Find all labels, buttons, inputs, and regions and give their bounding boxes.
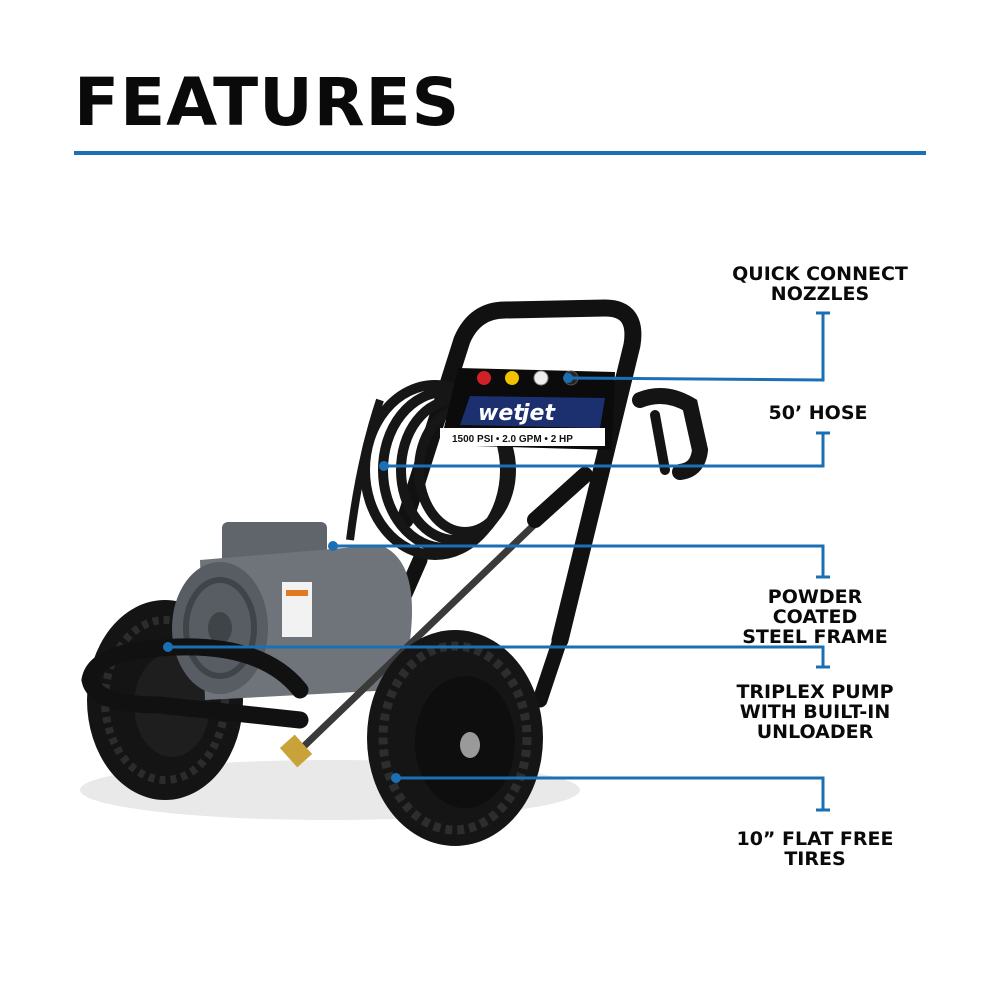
spray-gun <box>632 388 709 480</box>
callout-line-pump <box>168 645 825 667</box>
callout-line-hose <box>384 433 825 468</box>
feature-marker-dot-icon <box>391 773 401 783</box>
spec-line: 1500 PSI • 2.0 GPM • 2 HP <box>452 434 573 445</box>
control-panel: wet jet 1500 PSI • 2.0 GPM • 2 HP <box>440 368 615 450</box>
front-bumper <box>81 638 309 729</box>
feature-label-tires: 10” FLAT FREE TIRES <box>736 828 894 870</box>
front-tire <box>367 630 543 846</box>
feature-marker-dot-icon <box>163 642 173 652</box>
callout-line-frame <box>333 544 825 577</box>
nozzle-red <box>477 371 491 385</box>
page-title: FEATURES <box>74 64 461 141</box>
feature-label-nozzles: QUICK CONNECT NOZZLES <box>732 263 908 305</box>
brand-word-jet: jet <box>519 401 556 426</box>
spray-wand <box>279 467 593 768</box>
feature-marker-dot-icon <box>563 373 573 383</box>
callout-line-nozzles <box>567 313 825 382</box>
nozzle-white <box>533 370 549 386</box>
feature-label-frame: POWDER COATED STEEL FRAME <box>742 586 888 648</box>
title-divider <box>74 151 926 155</box>
callout-line-tires <box>396 776 825 810</box>
callout-dots <box>163 373 573 783</box>
feature-label-hose: 50’ HOSE <box>768 402 868 424</box>
nozzle-yellow <box>505 371 519 385</box>
callout-lines <box>168 311 830 812</box>
feature-label-pump: TRIPLEX PUMP WITH BUILT-IN UNLOADER <box>736 681 894 743</box>
feature-marker-dot-icon <box>379 461 389 471</box>
brand-word-wet: wet <box>478 401 525 426</box>
feature-marker-dot-icon <box>328 541 338 551</box>
